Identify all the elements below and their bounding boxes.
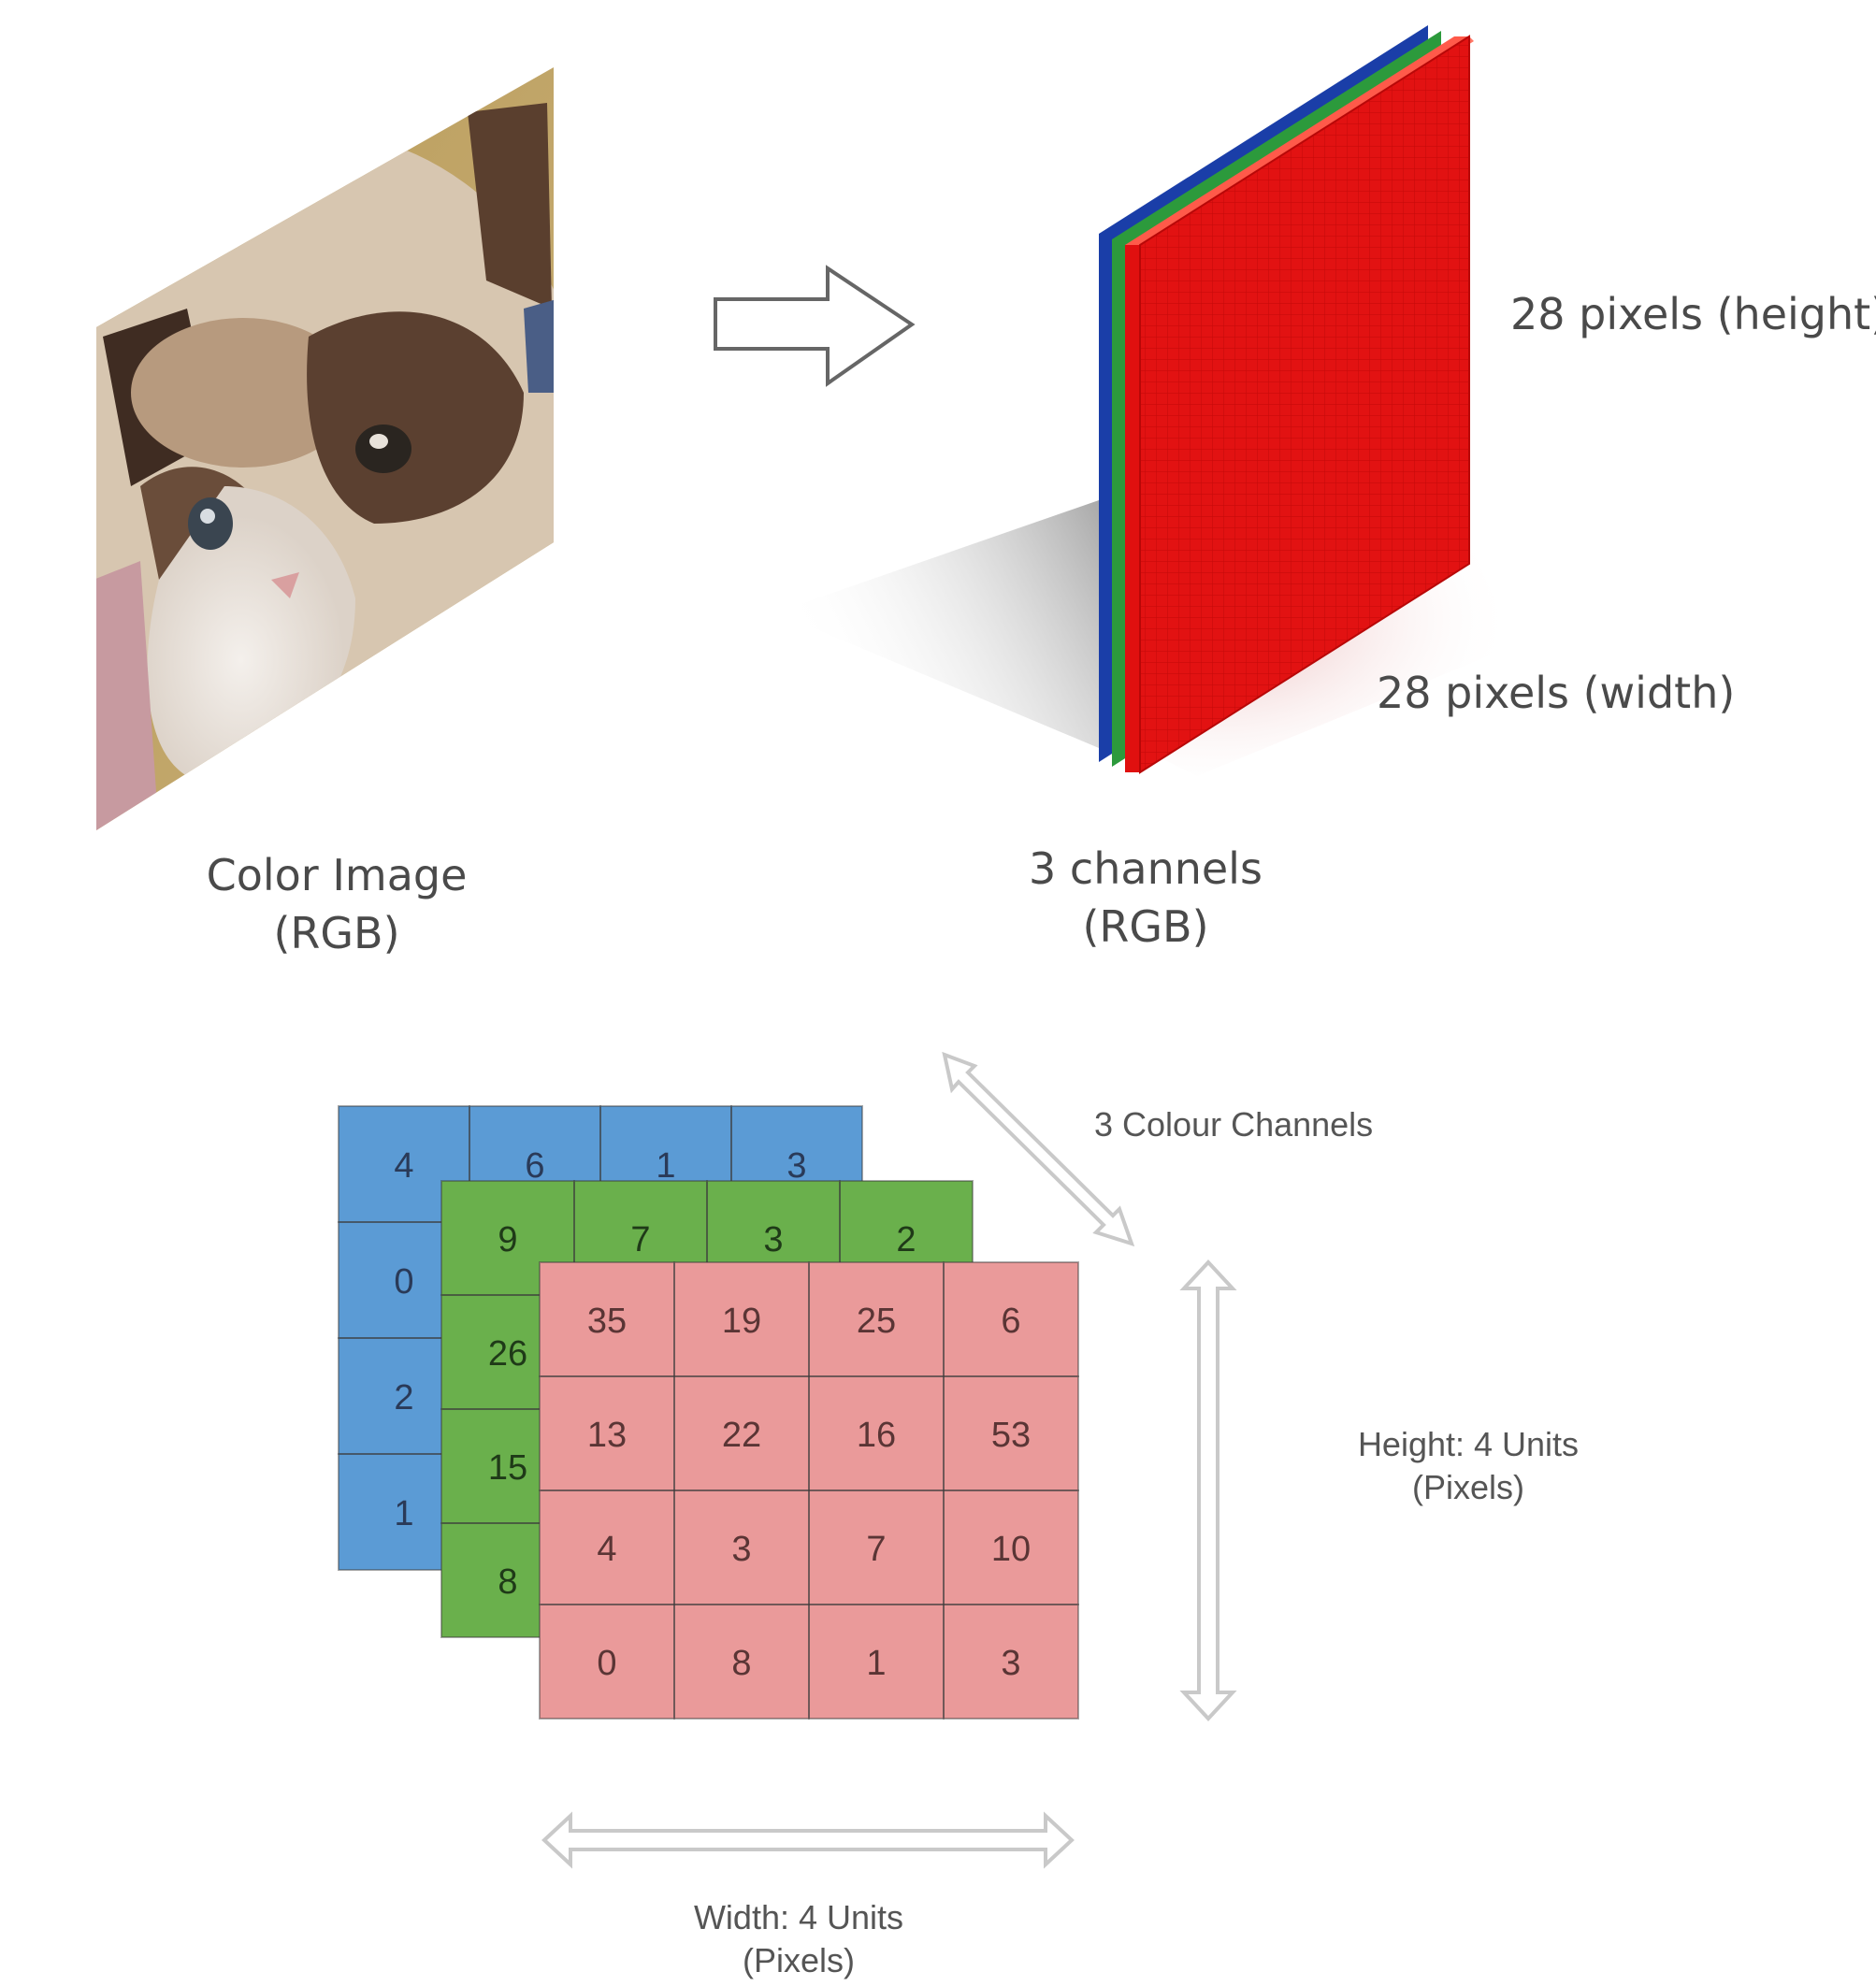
width-units-line1: Width: 4 Units bbox=[693, 1898, 904, 1936]
red-grid-value: 1 bbox=[866, 1644, 886, 1683]
height-arrow bbox=[1179, 1259, 1237, 1721]
red-grid-value: 6 bbox=[1001, 1302, 1020, 1341]
green-grid-value: 9 bbox=[498, 1220, 517, 1259]
channels-label-line2: (RGB) bbox=[1082, 901, 1209, 952]
red-grid-value: 10 bbox=[991, 1530, 1031, 1569]
color-image-label: Color Image (RGB) bbox=[168, 846, 505, 962]
red-grid-cell bbox=[808, 1375, 945, 1491]
red-grid-cell bbox=[673, 1375, 810, 1491]
cat-photo bbox=[96, 67, 554, 830]
channels-label-line1: 3 channels bbox=[1029, 843, 1263, 894]
red-grid-background bbox=[540, 1262, 1078, 1719]
height-units-line2: (Pixels) bbox=[1411, 1468, 1524, 1506]
transform-arrow bbox=[714, 265, 916, 387]
width-arrow bbox=[541, 1811, 1075, 1869]
red-grid-cell bbox=[943, 1375, 1079, 1491]
blue-grid-value: 1 bbox=[656, 1146, 675, 1186]
red-grid-value: 13 bbox=[587, 1416, 627, 1455]
colour-channels-label: 3 Colour Channels bbox=[1094, 1105, 1374, 1144]
red-grid-cell bbox=[808, 1490, 945, 1605]
color-image-label-line1: Color Image bbox=[206, 850, 468, 900]
red-grid-cell bbox=[539, 1490, 675, 1605]
red-grid-value: 4 bbox=[597, 1530, 616, 1569]
red-grid-cell bbox=[808, 1604, 945, 1720]
width-pixels-label: 28 pixels (width) bbox=[1377, 668, 1736, 718]
channels-label: 3 channels (RGB) bbox=[991, 840, 1300, 956]
height-units-label: Height: 4 Units (Pixels) bbox=[1309, 1423, 1627, 1509]
red-grid-value: 7 bbox=[866, 1530, 886, 1569]
green-grid-value: 3 bbox=[763, 1220, 783, 1259]
red-grid-value: 3 bbox=[1001, 1644, 1020, 1683]
blue-grid-value: 0 bbox=[394, 1262, 413, 1302]
red-grid-cell bbox=[673, 1490, 810, 1605]
blue-grid-value: 3 bbox=[786, 1146, 806, 1186]
red-grid-value: 35 bbox=[587, 1302, 627, 1341]
red-grid-cell bbox=[673, 1261, 810, 1377]
blue-grid-value: 2 bbox=[394, 1378, 413, 1418]
red-grid-value: 25 bbox=[857, 1302, 896, 1341]
width-units-line2: (Pixels) bbox=[742, 1941, 855, 1979]
green-grid-value: 26 bbox=[488, 1334, 527, 1374]
blue-grid-value: 1 bbox=[394, 1494, 413, 1533]
height-units-line1: Height: 4 Units bbox=[1357, 1425, 1580, 1463]
red-grid-value: 53 bbox=[991, 1416, 1031, 1455]
red-grid-cell bbox=[539, 1261, 675, 1377]
red-grid-value: 19 bbox=[722, 1302, 761, 1341]
depth-arrow bbox=[942, 1051, 1135, 1247]
color-image-label-line2: (RGB) bbox=[273, 908, 400, 958]
rgb-channel-block bbox=[776, 25, 1515, 776]
green-grid-value: 2 bbox=[896, 1220, 916, 1259]
red-grid-cell bbox=[808, 1261, 945, 1377]
blue-grid-value: 4 bbox=[394, 1146, 413, 1186]
red-grid-cell bbox=[943, 1490, 1079, 1605]
width-units-label: Width: 4 Units (Pixels) bbox=[640, 1896, 958, 1982]
blue-grid-cell bbox=[338, 1105, 470, 1223]
red-grid-value: 3 bbox=[731, 1530, 751, 1569]
red-grid-cell bbox=[673, 1604, 810, 1720]
red-grid-value: 16 bbox=[857, 1416, 896, 1455]
green-grid-value: 8 bbox=[498, 1562, 517, 1602]
red-grid-value: 8 bbox=[731, 1644, 751, 1683]
red-grid-cell bbox=[943, 1604, 1079, 1720]
red-grid-cell bbox=[539, 1604, 675, 1720]
blue-grid-value: 6 bbox=[525, 1146, 544, 1186]
green-grid-value: 15 bbox=[488, 1448, 527, 1488]
green-grid-value: 7 bbox=[630, 1220, 650, 1259]
red-grid-value: 22 bbox=[722, 1416, 761, 1455]
red-grid-cell bbox=[539, 1375, 675, 1491]
height-pixels-label: 28 pixels (height) bbox=[1510, 289, 1876, 339]
red-grid-cell bbox=[943, 1261, 1079, 1377]
green-grid-cell bbox=[440, 1180, 575, 1296]
red-grid-value: 0 bbox=[597, 1644, 616, 1683]
